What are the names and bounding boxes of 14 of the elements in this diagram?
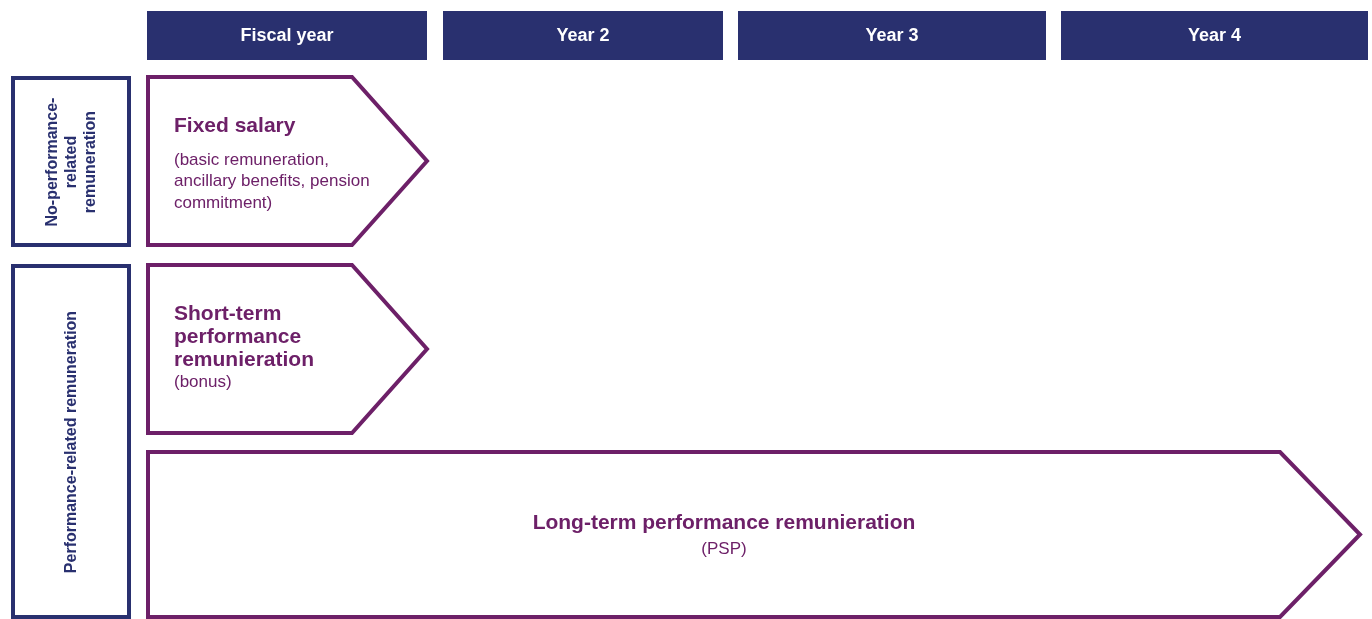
component-title: Fixed salary: [174, 113, 297, 137]
year-header: Year 3: [738, 11, 1046, 60]
category-label: No-performance-related remuneration: [42, 96, 100, 228]
category-box: [11, 76, 131, 247]
year-header: Fiscal year: [147, 11, 427, 60]
component-detail: (bonus): [174, 371, 233, 393]
category-label: Performance-related remuneration: [61, 309, 81, 575]
component-title: Short-term performance remunieration: [174, 301, 316, 371]
component-detail: (PSP): [700, 538, 748, 560]
category-box: [11, 264, 131, 619]
component-title: Long-term performance remunieration: [531, 510, 917, 534]
component-detail: (basic remuneration, ancillary benefits, pension commitment): [174, 149, 371, 213]
year-header: Year 4: [1061, 11, 1368, 60]
year-header: Year 2: [443, 11, 723, 60]
